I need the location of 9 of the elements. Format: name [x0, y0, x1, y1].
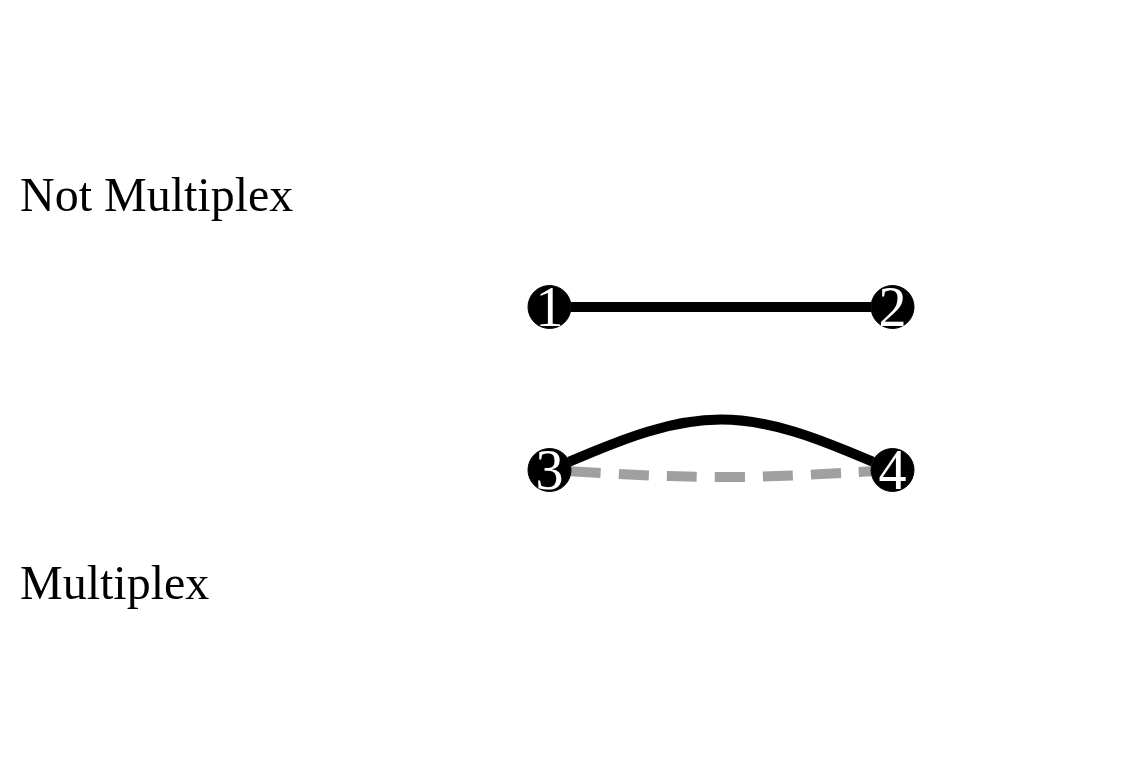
- connector: [567, 414, 875, 466]
- connector: [571, 301, 871, 312]
- heading-text: Not Multiplex: [20, 166, 295, 222]
- node-circle: 3: [527, 447, 572, 492]
- node-circle: 1: [527, 284, 572, 329]
- node-circle: 2: [870, 284, 915, 329]
- heading-text: Multiplex: [20, 554, 211, 610]
- node-circle: 4: [870, 447, 915, 492]
- connector: [570, 465, 872, 482]
